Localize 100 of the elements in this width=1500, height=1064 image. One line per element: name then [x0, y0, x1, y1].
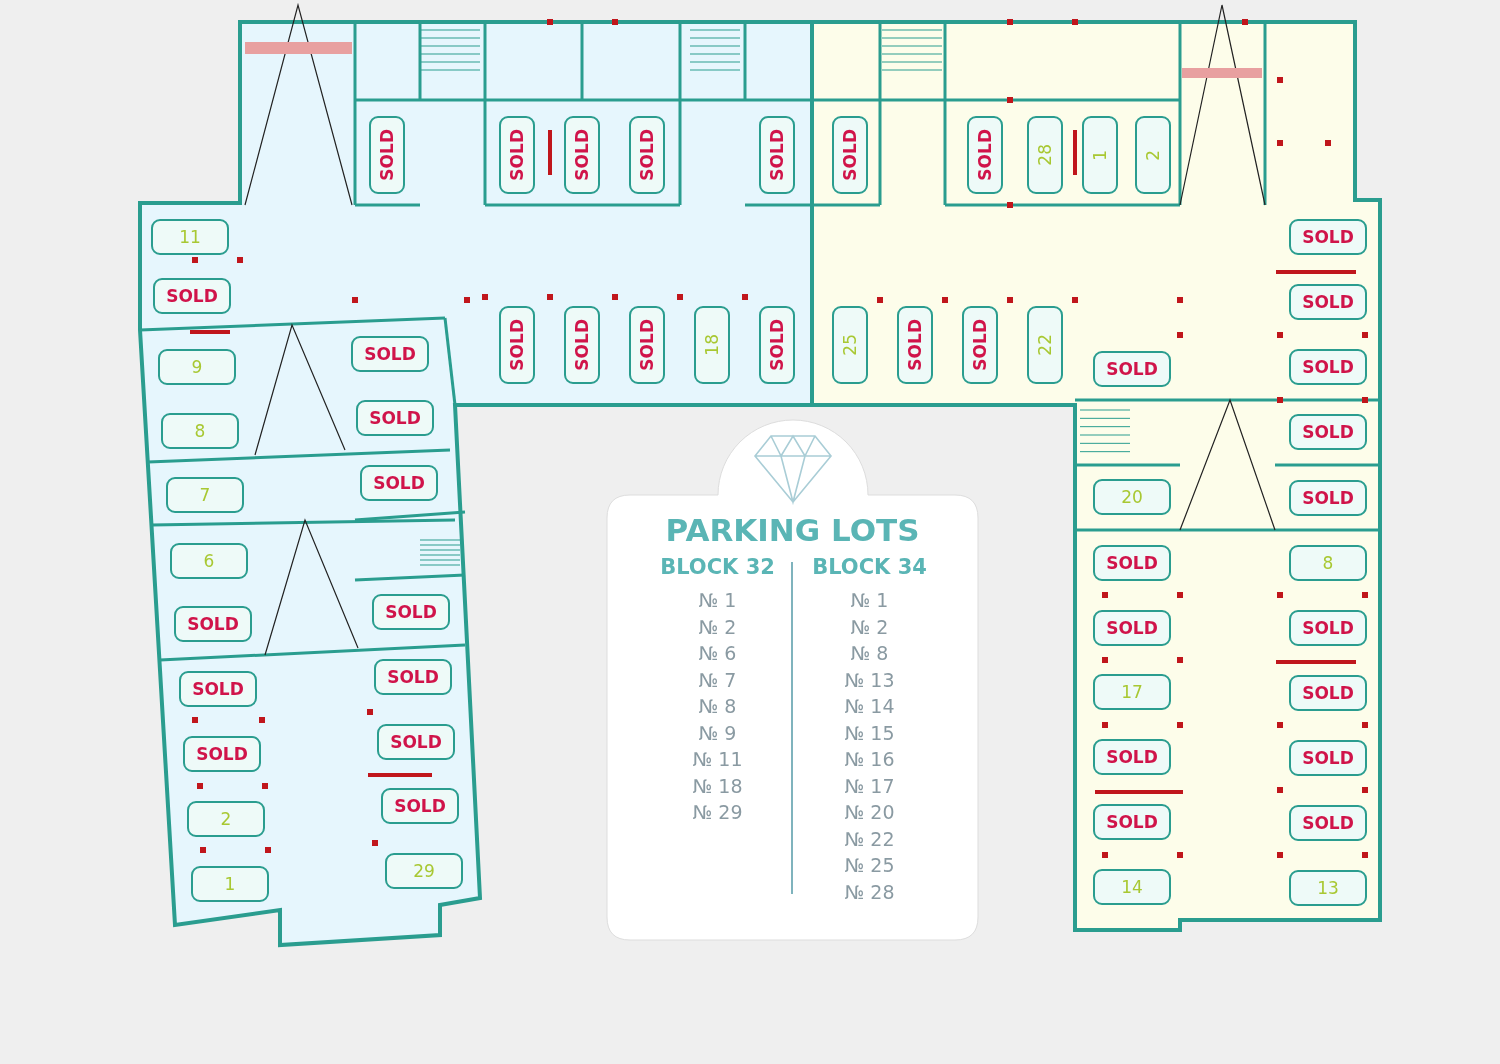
parked-car [174, 606, 252, 642]
lot-number: 2 [220, 810, 232, 828]
sold-label: SOLD [390, 733, 442, 751]
lot-number: 22 [1036, 334, 1054, 356]
parked-car [1289, 414, 1367, 450]
lot-entry: № 25 [843, 854, 896, 876]
parked-car [832, 306, 868, 384]
parked-car [1027, 306, 1063, 384]
lot-number: 9 [191, 358, 203, 376]
sold-label: SOLD [1302, 814, 1354, 832]
lot-number: 7 [199, 486, 211, 504]
sold-label: SOLD [1106, 554, 1158, 572]
lot-entry: № 18 [691, 774, 744, 797]
lot-number: 2 [1144, 149, 1162, 161]
parked-car [1093, 869, 1171, 905]
sold-label: SOLD [573, 129, 591, 181]
parked-car [1289, 805, 1367, 841]
lot-entry: № 8 [697, 695, 738, 717]
lot-entry: № 17 [843, 774, 896, 797]
parked-car [629, 306, 665, 384]
parked-car [629, 116, 665, 194]
sold-label: SOLD [369, 409, 421, 427]
parked-car [1289, 284, 1367, 320]
column-heading: BLOCK 34 [811, 555, 928, 579]
sold-label: SOLD [373, 474, 425, 492]
sold-label: SOLD [638, 129, 656, 181]
lot-entry: № 2 [697, 615, 738, 638]
lot-number: 8 [1322, 554, 1334, 572]
parked-car [694, 306, 730, 384]
sold-label: SOLD [385, 603, 437, 621]
lot-number: 1 [1091, 149, 1109, 161]
lot-entry: № 20 [843, 801, 896, 823]
lot-number: 6 [203, 552, 215, 570]
sold-label: SOLD [1106, 360, 1158, 378]
parked-car [1289, 610, 1367, 646]
parked-car [1289, 480, 1367, 516]
lot-entry: № 2 [849, 615, 890, 638]
lot-entry: № 7 [697, 668, 738, 691]
sold-label: SOLD [768, 129, 786, 181]
parked-car [1093, 610, 1171, 646]
lot-entry: № 1 [849, 589, 890, 611]
parked-car [191, 866, 269, 902]
parked-car [1093, 479, 1171, 515]
sold-label: SOLD [378, 129, 396, 181]
sold-label: SOLD [1106, 813, 1158, 831]
parked-car [351, 336, 429, 372]
sold-label: SOLD [1106, 748, 1158, 766]
parked-car [832, 116, 868, 194]
lot-entry: № 16 [843, 748, 896, 770]
parked-car [1289, 675, 1367, 711]
parked-car [1082, 116, 1118, 194]
parked-car [381, 788, 459, 824]
parked-car [187, 801, 265, 837]
parked-car [1289, 349, 1367, 385]
sold-label: SOLD [1302, 749, 1354, 767]
sold-label: SOLD [508, 129, 526, 181]
column-heading: BLOCK 32 [659, 555, 776, 579]
parked-car [183, 736, 261, 772]
parked-car [1135, 116, 1171, 194]
sold-label: SOLD [192, 680, 244, 698]
card-heading: PARKING LOTS [664, 512, 921, 548]
parked-car [564, 306, 600, 384]
lot-number: 18 [703, 334, 721, 356]
lot-entry: № 9 [697, 721, 738, 744]
lot-number: 8 [194, 422, 206, 440]
parked-car [759, 306, 795, 384]
lot-number: 11 [179, 228, 201, 246]
sold-label: SOLD [187, 615, 239, 633]
parked-car [1289, 219, 1367, 255]
parked-car [499, 306, 535, 384]
sold-label: SOLD [1302, 489, 1354, 507]
lot-number: 28 [1036, 144, 1054, 166]
lot-number: 25 [841, 334, 859, 356]
parked-car [1093, 804, 1171, 840]
parked-car [1093, 545, 1171, 581]
parked-car [897, 306, 933, 384]
lot-entry: № 22 [843, 827, 896, 850]
parked-car [374, 659, 452, 695]
lot-entry: № 13 [843, 668, 896, 691]
parked-car [161, 413, 239, 449]
sold-label: SOLD [573, 319, 591, 371]
lot-entry: № 29 [691, 801, 744, 823]
lot-number: 29 [413, 862, 435, 880]
sold-label: SOLD [976, 129, 994, 181]
parked-car [1289, 870, 1367, 906]
parked-car [170, 543, 248, 579]
parked-car [1289, 545, 1367, 581]
lot-number: 17 [1121, 683, 1143, 701]
lot-entry: № 1 [697, 589, 738, 611]
parked-car [1093, 739, 1171, 775]
parked-car [377, 724, 455, 760]
parked-car [385, 853, 463, 889]
sold-label: SOLD [1302, 423, 1354, 441]
sold-label: SOLD [166, 287, 218, 305]
parked-car [967, 116, 1003, 194]
sold-label: SOLD [841, 129, 859, 181]
parked-car [360, 465, 438, 501]
lot-entry: № 6 [697, 642, 738, 664]
parked-car [1289, 740, 1367, 776]
sold-label: SOLD [387, 668, 439, 686]
